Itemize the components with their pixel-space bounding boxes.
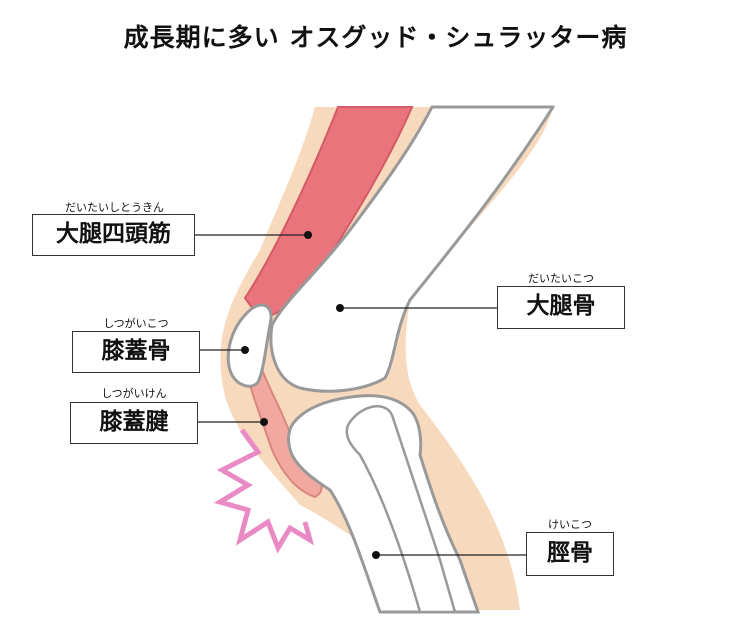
patella-label: 膝蓋骨 bbox=[72, 331, 200, 373]
femur-bone bbox=[269, 105, 555, 393]
patella-bone bbox=[226, 303, 273, 388]
quadriceps-label: 大腿四頭筋 bbox=[32, 214, 195, 256]
patellar-tendon-label: 膝蓋腱 bbox=[70, 402, 198, 444]
dot-patella bbox=[241, 346, 249, 354]
dot-tibia bbox=[372, 551, 380, 559]
dot-femur bbox=[336, 304, 344, 312]
femur-label: 大腿骨 bbox=[497, 286, 625, 329]
quadriceps-ruby: だいたいしとうきん bbox=[65, 201, 164, 214]
pain-burst-icon bbox=[213, 428, 315, 554]
tibia-ruby: けいこつ bbox=[548, 518, 592, 531]
leader-dots bbox=[241, 231, 380, 559]
patellar-tendon-ruby: しつがいけん bbox=[101, 387, 167, 400]
femur-ruby: だいたいこつ bbox=[528, 272, 594, 285]
patella-ruby: しつがいこつ bbox=[103, 317, 169, 330]
dot-quadriceps bbox=[304, 231, 312, 239]
leader-lines bbox=[195, 234, 526, 556]
fibula-bone bbox=[345, 405, 457, 614]
page-title: 成長期に多い オスグッド・シュラッター病 bbox=[123, 23, 628, 52]
tibia-label: 脛骨 bbox=[526, 532, 614, 576]
dot-patellar-tendon bbox=[260, 418, 268, 426]
